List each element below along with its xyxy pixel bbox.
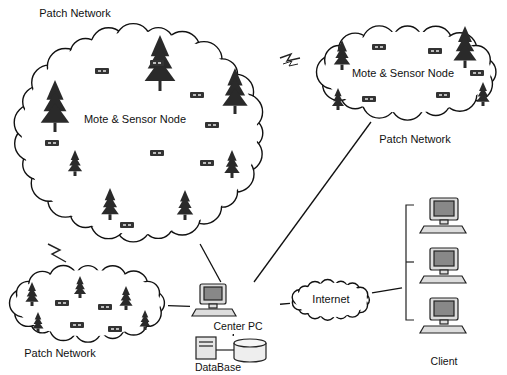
node-label: Mote & Sensor Node (352, 67, 454, 80)
network-link (280, 303, 290, 305)
node-label: Patch Network (379, 133, 451, 146)
sensor-mote (200, 160, 214, 166)
node-label: Mote & Sensor Node (84, 113, 186, 126)
tree-symbol (68, 150, 82, 176)
tree-symbol (25, 282, 38, 306)
sensor-mote (45, 140, 59, 146)
patch-network-cloud: Patch NetworkMote & Sensor Node (12, 22, 267, 244)
client-computer (420, 198, 466, 233)
sensor-mote (436, 92, 450, 98)
sensor-mote (190, 92, 204, 98)
cloud-outline (12, 22, 267, 244)
tree-symbol (41, 80, 70, 132)
sensor-mote (70, 322, 84, 328)
node-label: DataBase (195, 360, 241, 373)
tree-symbol (476, 82, 489, 106)
sensor-mote (362, 96, 376, 102)
wireless-symbol (283, 61, 298, 66)
tree-symbol (145, 35, 176, 91)
client-computer (420, 298, 466, 333)
client-icons (406, 198, 466, 333)
sensor-mote (120, 222, 134, 228)
tree-symbol (334, 40, 351, 70)
sensor-mote (108, 326, 122, 332)
network-link (372, 288, 402, 293)
sensor-mote (150, 150, 164, 156)
tree-symbol (222, 68, 247, 114)
sensor-mote (95, 68, 109, 74)
pc-icon (192, 284, 236, 316)
node-label: Patch Network (39, 7, 111, 20)
sensor-mote (205, 122, 219, 128)
center-pc: Center PC (190, 282, 280, 334)
network-link (233, 334, 234, 336)
node-label: Internet (312, 293, 349, 306)
tree-symbol (332, 88, 344, 110)
client-computer (420, 248, 466, 283)
tree-symbol (119, 286, 132, 310)
tree-symbol (453, 26, 476, 68)
sensor-mote (98, 304, 112, 310)
tree-symbol (224, 150, 239, 178)
node-label: Center PC (213, 320, 262, 333)
network-link (200, 244, 221, 282)
sensor-mote (150, 60, 164, 66)
tree-symbol (74, 276, 86, 298)
sensor-mote (372, 44, 386, 50)
tree-symbol (101, 188, 119, 220)
database-icon (196, 337, 266, 362)
client-group: Client (402, 190, 482, 372)
sensor-mote (470, 70, 484, 76)
sensor-mote (55, 300, 69, 306)
tree-symbol (177, 190, 194, 220)
node-label: Patch Network (24, 347, 96, 360)
wireless-symbol (48, 244, 66, 262)
node-label: Client (431, 355, 458, 368)
sensor-mote (428, 48, 442, 54)
tree-symbol (33, 312, 44, 332)
network-link (168, 305, 190, 307)
wireless-symbol (280, 54, 300, 61)
network-link (254, 122, 371, 282)
tree-symbol (140, 310, 151, 330)
internet-cloud: Internet (290, 278, 372, 322)
database: DataBase (182, 336, 282, 375)
